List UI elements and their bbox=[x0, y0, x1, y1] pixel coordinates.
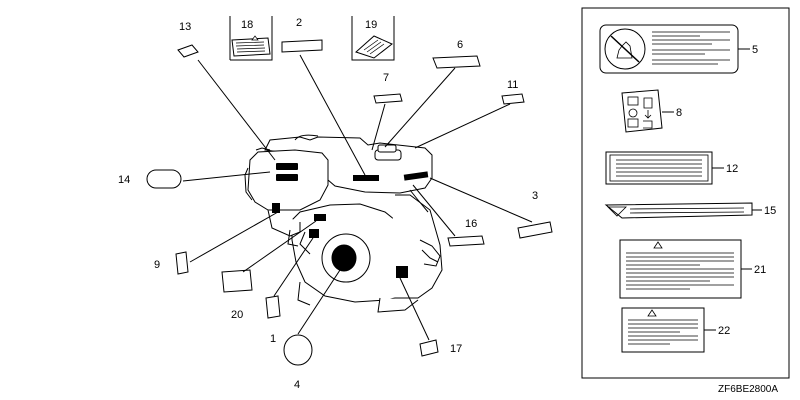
label-7-shape bbox=[373, 93, 403, 104]
callout-4: 4 bbox=[294, 379, 300, 391]
label-11-shape bbox=[501, 93, 525, 105]
leader-lines bbox=[182, 54, 533, 341]
label-2-shape bbox=[281, 39, 323, 53]
label-15 bbox=[604, 202, 762, 219]
callout-9: 9 bbox=[154, 259, 160, 271]
label-4-shape bbox=[283, 334, 313, 366]
callouts: 13 18 2 19 6 7 11 14 3 16 9 20 1 4 17 5 … bbox=[118, 17, 778, 395]
callout-8: 8 bbox=[676, 107, 682, 119]
callout-16: 16 bbox=[465, 218, 477, 230]
label-9-shape bbox=[175, 251, 189, 275]
label-21 bbox=[619, 239, 752, 299]
label-20-shape bbox=[221, 269, 253, 293]
callout-14: 14 bbox=[118, 174, 130, 186]
callout-2: 2 bbox=[296, 17, 302, 29]
label-1-shape bbox=[265, 295, 281, 319]
callout-17: 17 bbox=[450, 343, 462, 355]
label-13-shape bbox=[177, 44, 199, 58]
label-8 bbox=[621, 89, 674, 133]
callout-1: 1 bbox=[270, 333, 276, 345]
label-17-shape bbox=[419, 339, 439, 357]
callout-22: 22 bbox=[718, 325, 730, 337]
label-22 bbox=[621, 307, 716, 353]
diagram-code: ZF6BE2800A bbox=[718, 384, 778, 395]
label-18 bbox=[229, 16, 273, 61]
callout-3: 3 bbox=[532, 190, 538, 202]
no-flame-icon bbox=[604, 28, 646, 70]
callout-13: 13 bbox=[179, 21, 191, 33]
label-19 bbox=[351, 16, 395, 61]
callout-11: 11 bbox=[507, 79, 518, 91]
callout-20: 20 bbox=[231, 309, 243, 321]
callout-21: 21 bbox=[754, 264, 766, 276]
label-6-shape bbox=[432, 55, 481, 69]
engine-illustration bbox=[244, 134, 443, 313]
label-12 bbox=[605, 151, 724, 185]
label-5 bbox=[599, 24, 750, 74]
engine-decals bbox=[272, 163, 429, 278]
fuel-valve-on-off-icon bbox=[627, 96, 653, 129]
warning-triangle-icon bbox=[653, 241, 663, 249]
callout-15: 15 bbox=[764, 205, 776, 217]
label-3-shape bbox=[517, 221, 553, 239]
callout-18: 18 bbox=[241, 19, 253, 31]
label-14-shape bbox=[146, 169, 182, 189]
label-panel bbox=[581, 7, 790, 379]
warning-triangle-icon bbox=[647, 309, 657, 317]
callout-19: 19 bbox=[365, 19, 377, 31]
callout-6: 6 bbox=[457, 39, 463, 51]
label-16-shape bbox=[447, 235, 485, 247]
callout-7: 7 bbox=[383, 72, 389, 84]
callout-5: 5 bbox=[752, 44, 758, 56]
callout-12: 12 bbox=[726, 163, 738, 175]
label-shapes bbox=[146, 39, 553, 366]
